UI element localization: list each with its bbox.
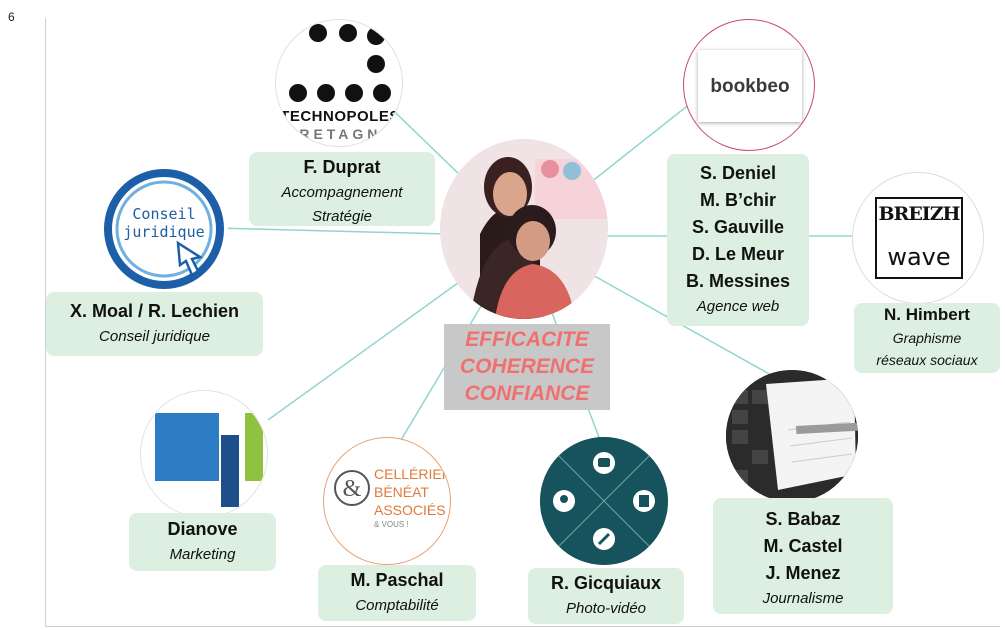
technopoles-dots-icon <box>289 24 391 102</box>
technopoles-logo-text-2: BRETAGNE <box>285 126 395 142</box>
frame-border-bottom <box>45 626 1000 627</box>
partner-name: S. Babaz <box>765 509 841 529</box>
ampersand-icon: & <box>334 470 370 506</box>
page-number: 6 <box>8 10 15 24</box>
technopoles-box: F. Duprat Accompagnement Stratégie <box>249 152 435 226</box>
photo-video-box: R. Gicquiaux Photo-vidéo <box>528 568 684 624</box>
notepad-pen-icon <box>726 370 858 502</box>
photo-video-wheel-icon <box>540 437 668 565</box>
conseil-logo-text: Conseil <box>132 205 196 223</box>
partner-role: réseaux sociaux <box>876 352 978 368</box>
founders-photo-illustration <box>440 139 608 319</box>
cellerier-box: M. Paschal Comptabilité <box>318 565 476 621</box>
founders-photo <box>440 139 608 319</box>
partner-role: Photo-vidéo <box>565 600 647 617</box>
partner-role: Stratégie <box>311 208 373 225</box>
partner-role: Marketing <box>169 546 236 563</box>
photo-video-logo <box>540 437 668 565</box>
conseil-juridique-box: X. Moal / R. Lechien Conseil juridique <box>46 292 263 356</box>
cellerier-logo-text: CELLÉRIER <box>374 466 451 482</box>
partner-role: Agence web <box>696 298 780 315</box>
core-value: EFFICACITE <box>465 328 589 351</box>
partner-name: S. Deniel <box>699 163 777 183</box>
breizh-wave-box: N. Himbert Graphisme réseaux sociaux <box>854 303 1000 373</box>
partner-name: M. B’chir <box>699 190 776 210</box>
journalisme-logo <box>726 370 858 502</box>
svg-text:&: & <box>343 476 362 502</box>
bookbeo-logo-text: bookbeo <box>710 76 790 97</box>
partner-name: X. Moal / R. Lechien <box>69 301 240 321</box>
breizh-wave-logo: BREIZH wave <box>852 172 984 304</box>
partner-name: J. Menez <box>765 563 841 583</box>
technopoles-logo: TECHNOPOLES BRETAGNE <box>275 19 403 147</box>
frame-border-left <box>45 18 46 626</box>
partner-role: Journalisme <box>762 590 844 607</box>
journalisme-box: S. Babaz M. Castel J. Menez Journalisme <box>713 498 893 614</box>
partner-name: M. Castel <box>763 536 843 556</box>
breizh-logo-text: BREIZH <box>878 203 960 225</box>
partner-name: Dianove <box>167 519 238 539</box>
partner-name: N. Himbert <box>884 305 970 324</box>
partner-role: Comptabilité <box>355 597 439 614</box>
breizh-logo-text-2: wave <box>887 243 951 271</box>
partner-name: B. Messines <box>685 271 791 291</box>
partner-role: Accompagnement <box>281 184 403 201</box>
core-value: COHERENCE <box>459 355 595 378</box>
partner-name: S. Gauville <box>691 217 785 237</box>
partner-name: D. Le Meur <box>691 244 784 264</box>
partner-name: M. Paschal <box>350 570 444 590</box>
partner-role: Graphisme <box>892 330 962 346</box>
core-value: CONFIANCE <box>464 382 590 405</box>
bookbeo-box: S. Deniel M. B’chir S. Gauville D. Le Me… <box>667 154 809 326</box>
dianove-blocks-icon <box>155 413 263 507</box>
breizh-logo-frame: BREIZH wave <box>875 197 963 279</box>
technopoles-logo-text: TECHNOPOLES <box>280 108 400 125</box>
conseil-juridique-logo: Conseil juridique <box>100 165 228 293</box>
partner-name: R. Gicquiaux <box>550 573 662 593</box>
cellerier-logo: & CELLÉRIER BÉNÉAT ASSOCIÉS & VOUS ! <box>323 437 451 565</box>
dianove-box: Dianove Marketing <box>129 513 276 571</box>
conseil-logo-text-2: juridique <box>123 223 205 241</box>
partner-role: Conseil juridique <box>99 328 210 345</box>
cellerier-logo-text-2: BÉNÉAT <box>374 484 429 500</box>
core-values-box: EFFICACITE COHERENCE CONFIANCE <box>444 324 610 410</box>
cellerier-logo-text-4: & VOUS ! <box>374 520 409 529</box>
partner-name: F. Duprat <box>303 157 381 177</box>
bookbeo-logo-card: bookbeo <box>698 50 802 122</box>
dianove-logo <box>140 390 268 518</box>
bookbeo-logo: bookbeo <box>683 19 815 151</box>
conseil-juridique-ring-icon <box>104 169 224 289</box>
cellerier-logo-text-3: ASSOCIÉS <box>374 502 446 518</box>
